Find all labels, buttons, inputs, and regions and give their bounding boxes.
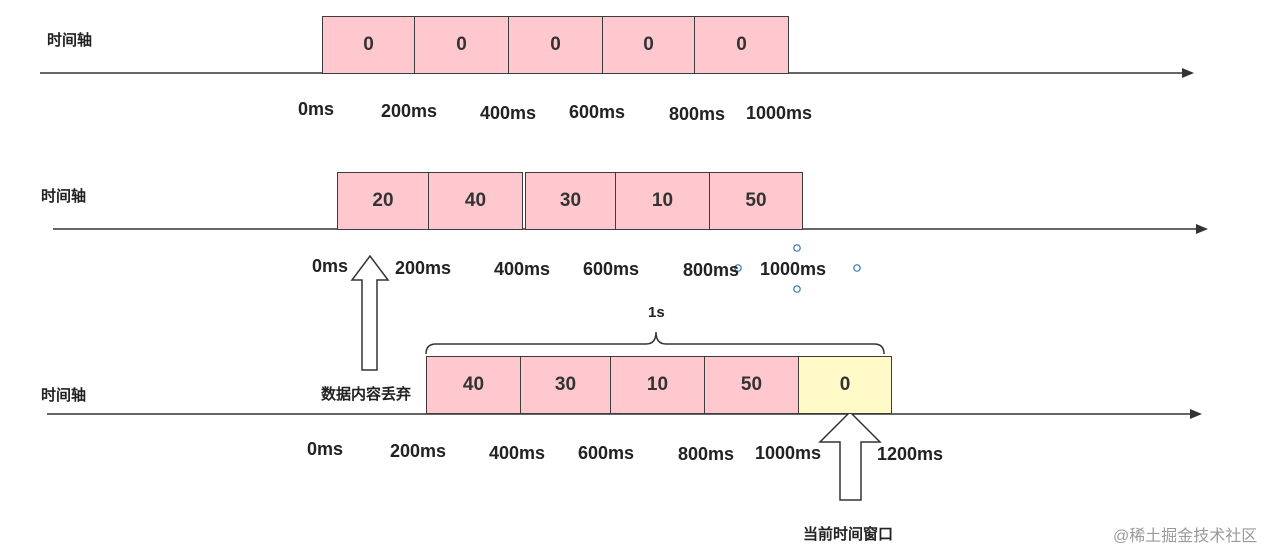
tick-label: 1000ms: [760, 259, 827, 279]
cell-2-1: 20: [337, 172, 429, 230]
cell-2-3: 30: [525, 172, 616, 230]
window-brace: [425, 331, 885, 355]
cell-1-5: 0: [694, 16, 789, 74]
cell-1-4: 0: [602, 16, 695, 74]
axis-title-1: 时间轴: [47, 32, 93, 49]
brace-label: 1s: [648, 304, 665, 321]
tick-label: 0ms: [307, 439, 344, 459]
watermark: @稀土掘金技术社区: [1113, 528, 1258, 545]
tick-label: 400ms: [489, 443, 546, 463]
discard-label: 数据内容丢弃: [321, 386, 412, 403]
axis-title-2: 时间轴: [41, 188, 87, 205]
cell-3-2: 30: [520, 356, 611, 414]
tick-label: 200ms: [381, 101, 438, 121]
cell-3-3: 10: [610, 356, 705, 414]
tick-label: 800ms: [678, 444, 735, 464]
cell-2-2: 40: [428, 172, 523, 230]
selection-handle[interactable]: [793, 244, 801, 252]
tick-label: 800ms: [683, 260, 740, 280]
tick-label: 0ms: [298, 99, 335, 119]
cell-2-4: 10: [615, 172, 710, 230]
current-window-arrow-icon: [818, 410, 882, 501]
discard-arrow-icon: [350, 254, 390, 371]
cell-1-1: 0: [322, 16, 415, 74]
cell-3-4: 50: [704, 356, 799, 414]
tick-label: 200ms: [395, 258, 452, 278]
tick-label: 400ms: [480, 103, 537, 123]
axis-title-3: 时间轴: [41, 387, 87, 404]
selection-handle[interactable]: [793, 285, 801, 293]
cell-1-3: 0: [508, 16, 603, 74]
tick-label: 400ms: [494, 259, 551, 279]
tick-label: 1000ms: [755, 443, 822, 463]
selection-handle[interactable]: [853, 264, 861, 272]
tick-label: 200ms: [390, 441, 447, 461]
selection-handle[interactable]: [734, 264, 742, 272]
cell-1-2: 0: [414, 16, 509, 74]
tick-label: 1000ms: [746, 103, 813, 123]
cell-3-1: 40: [426, 356, 521, 414]
tick-label: 600ms: [569, 102, 626, 122]
tick-label: 600ms: [578, 443, 635, 463]
tick-label: 0ms: [312, 256, 349, 276]
tick-label: 1200ms: [877, 444, 944, 464]
cell-3-5-current: 0: [798, 356, 892, 414]
cell-2-5: 50: [709, 172, 803, 230]
tick-label: 800ms: [669, 104, 726, 124]
tick-label: 600ms: [583, 259, 640, 279]
current-window-label: 当前时间窗口: [803, 526, 894, 543]
